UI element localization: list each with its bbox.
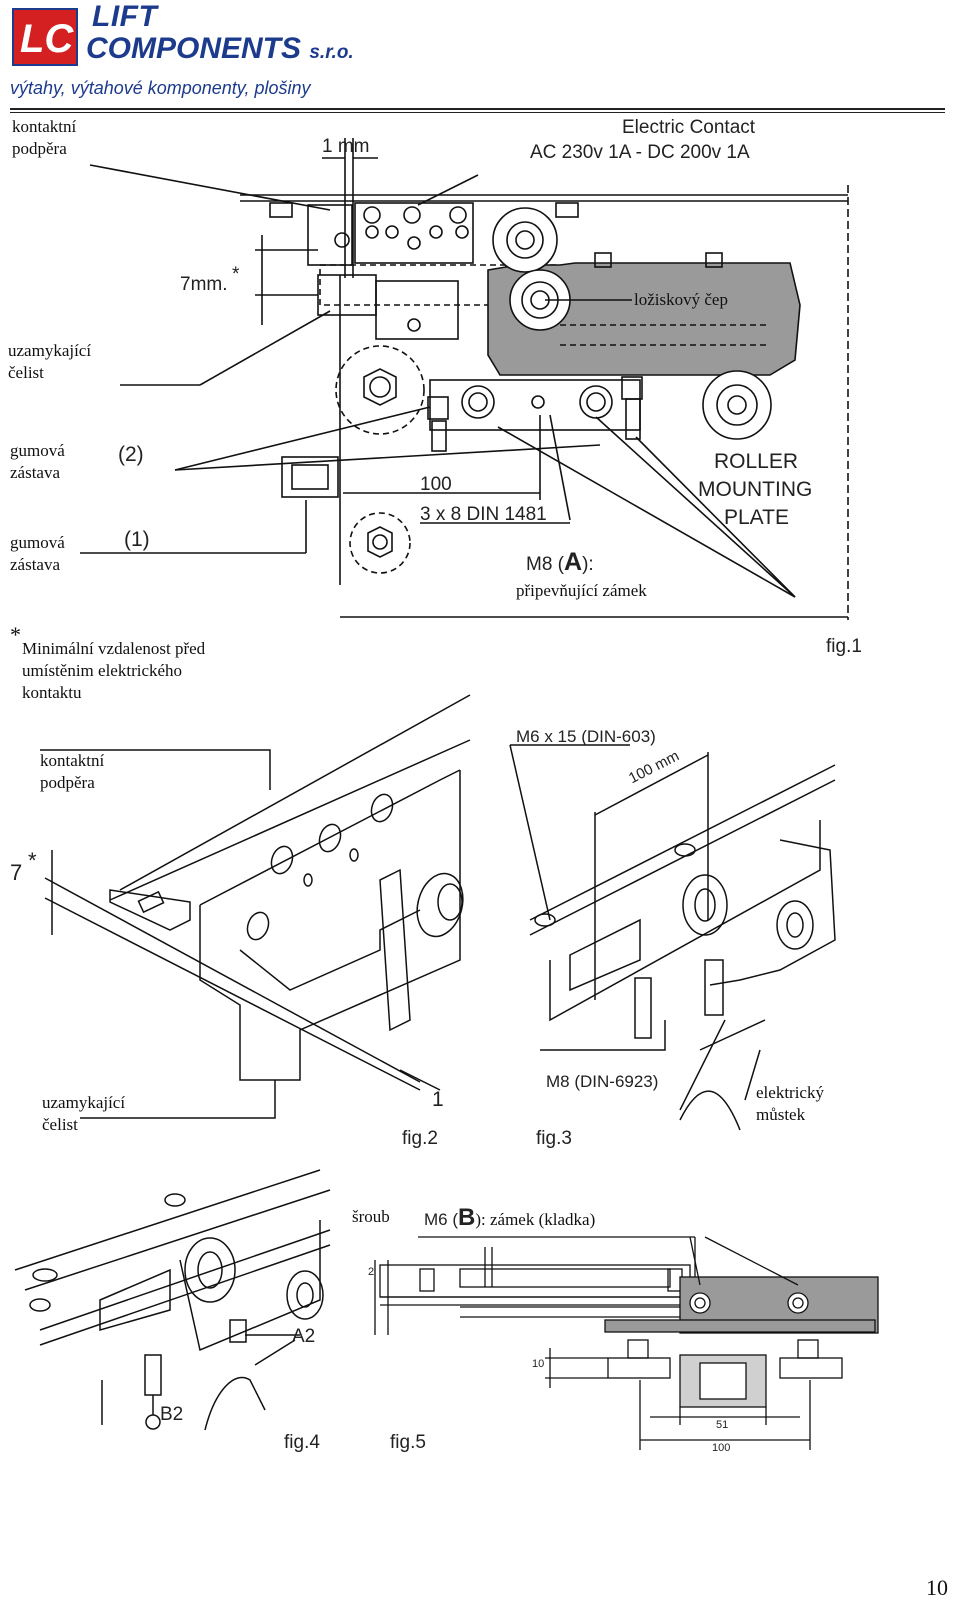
fig1-dim-100: 100 — [420, 474, 452, 495]
fig1-electric-rating-label: AC 230v 1A - DC 200v 1A — [530, 142, 750, 163]
fig5-m6-prefix: M6 ( — [424, 1210, 458, 1229]
fig1-asterisk: * — [232, 264, 240, 285]
fig5-m6-b: B — [458, 1204, 476, 1231]
fig2-asterisk: * — [28, 848, 37, 873]
lc-logo-icon: LC — [12, 8, 78, 66]
brand-suffix: s.r.o. — [309, 42, 354, 63]
fig5-dim-51: 51 — [716, 1419, 729, 1431]
fig1-din-1481: 3 x 8 DIN 1481 — [420, 504, 547, 525]
svg-text:LC: LC — [20, 17, 74, 61]
fig1-label: fig.1 — [826, 636, 862, 657]
fig1-m8-close: ): — [582, 554, 594, 575]
fig1-rubber-stop-2-label: gumová zástava — [10, 441, 65, 482]
fig5-dim-10: 10 — [532, 1358, 545, 1370]
fig1-roller-line3: PLATE — [724, 506, 789, 529]
brand-line-1: LIFT — [92, 0, 158, 33]
fig5-dim-2: 2 — [368, 1266, 375, 1278]
fig3-label: fig.3 — [536, 1128, 572, 1149]
brand-name: COMPONENTS — [86, 32, 302, 65]
fig5-dim-100: 100 — [712, 1442, 731, 1454]
fig1-roller-line1: ROLLER — [714, 450, 799, 473]
page-number: 10 — [926, 1575, 948, 1600]
fig5-drawing — [374, 1236, 879, 1450]
fig5-m6-rest: ): zámek (kladka) — [475, 1210, 596, 1229]
fig1-electric-contact-label: Electric Contact — [622, 117, 756, 138]
fig1-drawing — [80, 138, 849, 620]
note-text: Minimální vzdalenost před umístěnim elek… — [22, 639, 206, 702]
fig1-num-2: (2) — [118, 443, 144, 466]
fig1-roller-line2: MOUNTING — [698, 478, 813, 501]
fig4-a2-label: A2 — [292, 1326, 316, 1347]
fig2-contact-support-label: kontaktní podpěra — [40, 751, 105, 792]
fig3-bridge-label: elektrický můstek — [756, 1083, 824, 1124]
fig1-7mm-label: 7mm. — [180, 274, 228, 295]
fig1-m8-label: M8 (A): — [526, 548, 594, 577]
fig1-m8-prefix: M8 ( — [526, 554, 564, 575]
fig5-m6-label: M6 (B): zámek (kladka) — [424, 1204, 596, 1231]
fig2-7-label: 7 — [10, 860, 23, 885]
fig1-num-1: (1) — [124, 528, 150, 551]
fig4-label: fig.4 — [284, 1432, 320, 1453]
fig1-1mm-label: 1 mm — [322, 136, 370, 157]
header-divider-thin — [10, 112, 945, 113]
fig1-m8-a: A — [564, 548, 583, 576]
fig4-b2-label: B2 — [160, 1404, 184, 1425]
fig3-drawing — [509, 744, 836, 1131]
fig1-locking-jaw-label: uzamykající čelist — [8, 341, 92, 382]
fig1-fixing-lock-label: připevňující zámek — [516, 581, 647, 600]
fig1-bearing-pin-label: ložiskový čep — [634, 290, 728, 309]
fig5-label: fig.5 — [390, 1432, 426, 1453]
fig1-contact-support-label: kontaktní podpěra — [12, 117, 77, 158]
fig2-drawing — [40, 694, 471, 1119]
tagline: výtahy, výtahové komponenty, plošiny — [10, 78, 311, 98]
fig3-m6-label: M6 x 15 (DIN-603) — [516, 727, 656, 746]
fig1-rubber-stop-1-label: gumová zástava — [10, 533, 65, 574]
fig2-label: fig.2 — [402, 1128, 438, 1149]
fig4-drawing — [14, 1169, 331, 1431]
fig2-1-label: 1 — [432, 1088, 444, 1111]
header-divider — [10, 108, 945, 110]
note-asterisk: * — [10, 622, 21, 647]
fig5-screw-label: šroub — [352, 1207, 390, 1226]
fig2-locking-jaw-label: uzamykající čelist — [42, 1093, 126, 1134]
fig3-m8-label: M8 (DIN-6923) — [546, 1072, 659, 1091]
brand-line-2: COMPONENTS s.r.o. — [86, 32, 354, 66]
